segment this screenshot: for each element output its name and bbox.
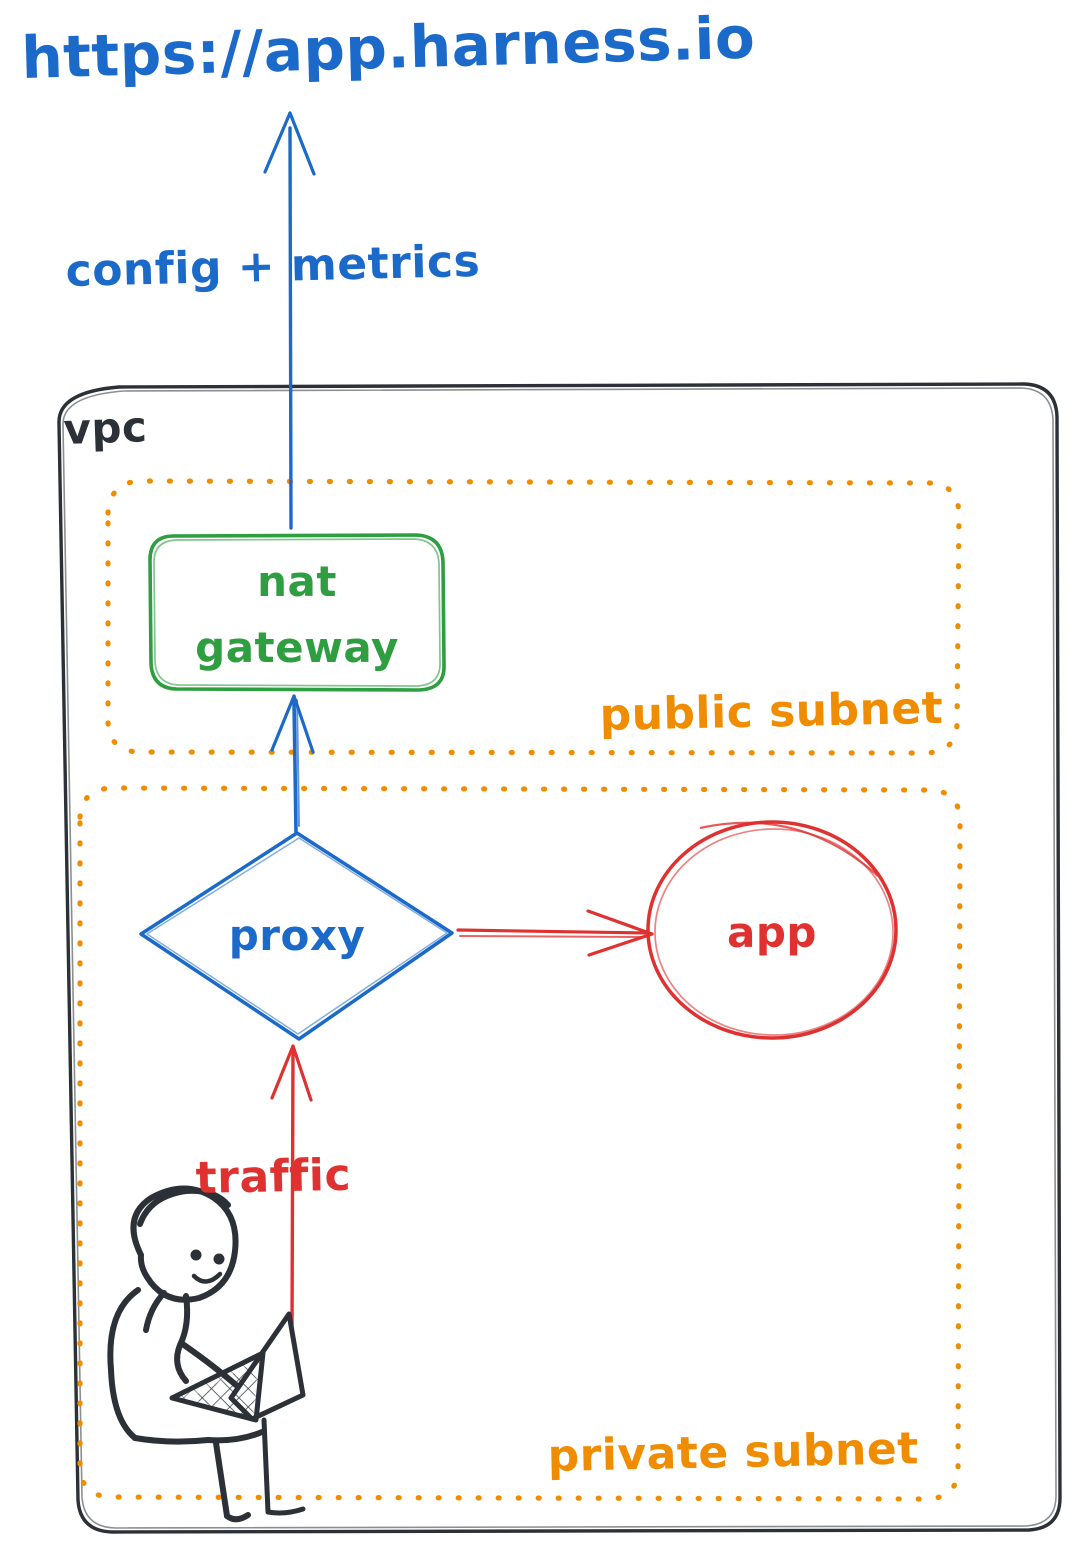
- edge-proxy-to-app: [456, 909, 654, 957]
- app-node[interactable]: [646, 820, 898, 1040]
- proxy-node[interactable]: [139, 831, 454, 1041]
- nat-gateway-label-line-2: gateway: [195, 623, 399, 672]
- config-metrics-label: config + metrics: [65, 236, 481, 297]
- private-subnet-label: private subnet: [547, 1423, 919, 1482]
- edge-nat-to-internet: [263, 111, 316, 530]
- nat-gateway-node[interactable]: [148, 533, 446, 692]
- public-subnet-label: public subnet: [599, 683, 944, 741]
- endpoint-title: https://app.harness.io: [20, 4, 756, 92]
- traffic-label: traffic: [195, 1150, 351, 1204]
- edge-proxy-to-nat: [270, 694, 315, 834]
- user-person-with-laptop-icon: [107, 1185, 269, 1523]
- vpc-label: vpc: [63, 402, 149, 454]
- edge-user-to-proxy: [270, 1044, 313, 1332]
- laptop-icon: [169, 1311, 306, 1516]
- nat-gateway-label-line-1: nat: [257, 557, 337, 606]
- public-subnet-boundary: [105, 478, 962, 756]
- app-label: app: [727, 908, 817, 957]
- proxy-label: proxy: [229, 911, 366, 960]
- vpc-boundary: [57, 382, 1062, 1534]
